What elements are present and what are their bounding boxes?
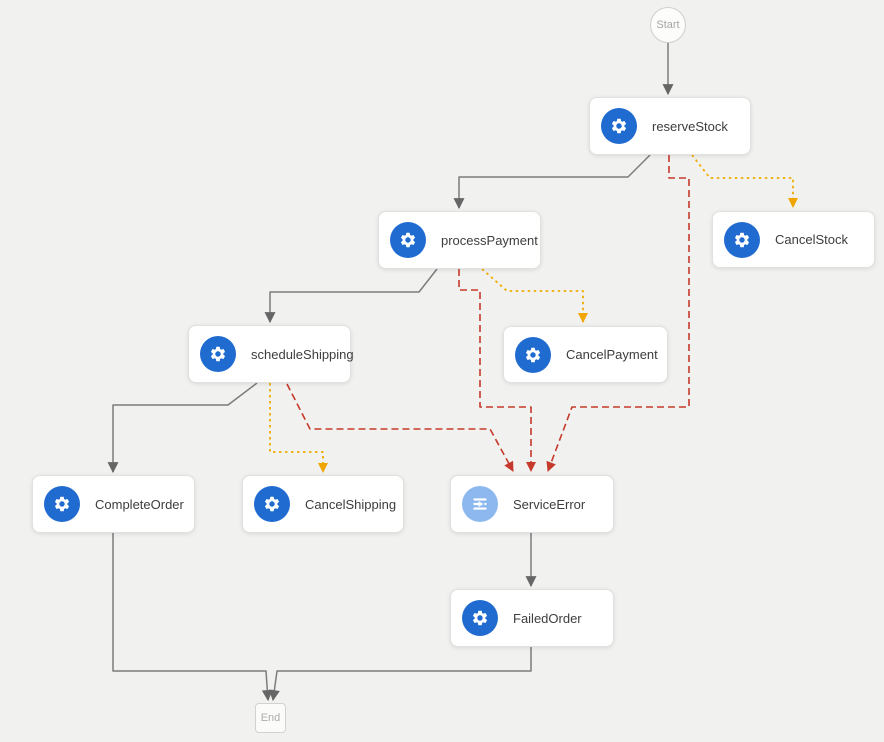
node-ServiceError[interactable]: ServiceError (450, 475, 614, 533)
edge-processPayment-ServiceError[interactable] (458, 269, 536, 472)
node-label: CancelShipping (305, 496, 397, 512)
node-CompleteOrder[interactable]: CompleteOrder (32, 475, 195, 533)
edge-processPayment-CancelPayment[interactable] (481, 268, 588, 323)
gear-icon (200, 336, 236, 372)
edge-reserveStock-CancelStock[interactable] (691, 154, 798, 208)
node-label: processPayment (441, 232, 538, 248)
end-node[interactable]: End (255, 703, 286, 733)
edge-scheduleShipping-ServiceError[interactable] (286, 383, 514, 472)
start-label: Start (656, 19, 680, 31)
gear-icon (254, 486, 290, 522)
node-label: CancelStock (775, 232, 848, 247)
edge-FailedOrder-end[interactable] (268, 647, 532, 702)
edge-scheduleShipping-CancelShipping[interactable] (269, 383, 328, 473)
node-label: reserveStock (652, 118, 728, 134)
node-label: ServiceError (513, 496, 586, 512)
node-CancelStock[interactable]: CancelStock (712, 211, 875, 268)
node-label: CancelPayment (566, 347, 658, 362)
gear-icon (515, 336, 551, 373)
edge-reserveStock-processPayment[interactable] (453, 154, 651, 210)
gear-icon (390, 222, 426, 258)
node-CancelPayment[interactable]: CancelPayment (503, 326, 668, 383)
pass-state-icon (462, 486, 498, 522)
node-reserveStock[interactable]: reserveStock (589, 97, 751, 155)
node-FailedOrder[interactable]: FailedOrder (450, 589, 614, 647)
node-scheduleShipping[interactable]: scheduleShipping (188, 325, 354, 383)
gear-icon (462, 600, 498, 636)
node-label: FailedOrder (513, 610, 582, 626)
gear-icon (724, 221, 760, 258)
node-CancelShipping[interactable]: CancelShipping (242, 475, 404, 533)
gear-icon (601, 108, 637, 144)
node-label: scheduleShipping (251, 346, 354, 362)
gear-icon (44, 486, 80, 522)
edge-processPayment-scheduleShipping[interactable] (264, 268, 438, 324)
edge-reserveStock-ServiceError[interactable] (546, 155, 690, 472)
node-label: CompleteOrder (95, 496, 184, 512)
end-label: End (260, 712, 281, 724)
edge-scheduleShipping-CompleteOrder[interactable] (107, 382, 258, 474)
edge-CompleteOrder-end[interactable] (112, 533, 273, 702)
node-processPayment[interactable]: processPayment (378, 211, 541, 269)
start-node[interactable]: Start (650, 7, 686, 43)
